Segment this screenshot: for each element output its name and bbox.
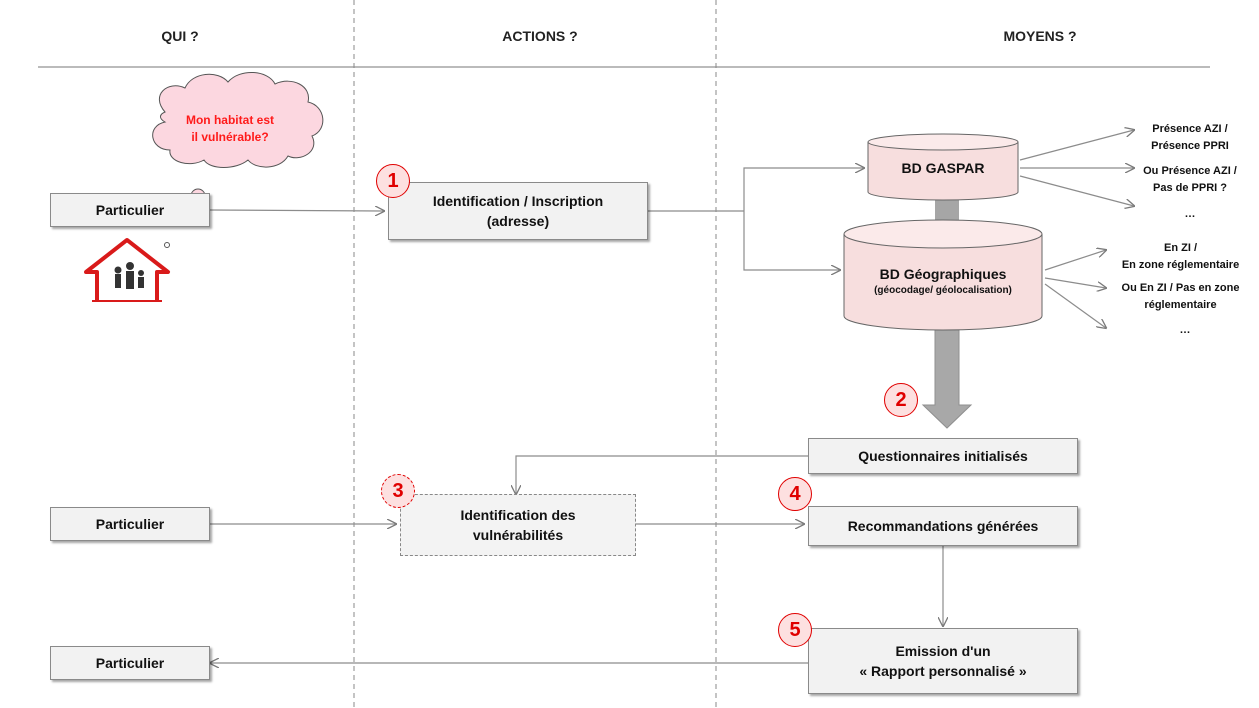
gaspar-output-arrow-1 [1019, 130, 1134, 161]
geo-output-2b: réglementaire [1144, 299, 1217, 311]
step-badge-2: 2 [884, 383, 918, 417]
cloud-line-1: Mon habitat est [185, 113, 274, 127]
db-geo-label: BD Géographiques (géocodage/ géolocalisa… [844, 264, 1042, 298]
big-down-arrow [921, 329, 973, 429]
geo-output-2a: Ou En ZI / Pas en zone [1121, 282, 1240, 294]
step-badge-3: 3 [381, 474, 415, 508]
identification-vulnerabilites-box: Identification des vulnérabilités [400, 494, 636, 556]
particulier-box-bottom: Particulier [50, 646, 210, 680]
step-badge-5: 5 [778, 613, 812, 647]
step3-line-2: vulnérabilités [472, 527, 564, 543]
db-gaspar-cylinder [867, 133, 1019, 201]
geo-output-1b: En zone réglementaire [1121, 259, 1240, 271]
particulier-box-middle: Particulier [50, 507, 210, 541]
geo-output-1a: En ZI / [1164, 242, 1197, 254]
step-badge-1: 1 [376, 164, 410, 198]
header-moyens: MOYENS ? [1003, 28, 1077, 44]
questionnaires-box: Questionnaires initialisés [808, 438, 1078, 474]
identification-inscription-box: Identification / Inscription (adresse) [388, 182, 648, 240]
db-gaspar-label: BD GASPAR [901, 160, 985, 176]
gaspar-output-1b: Présence PPRI [1151, 140, 1229, 152]
house-family-icon [84, 238, 170, 302]
cloud-question: Mon habitat est il vulnérable? [160, 112, 300, 146]
step3-line-1: Identification des [460, 507, 576, 523]
particulier-box-top: Particulier [50, 193, 210, 227]
gaspar-output-2a: Ou Présence AZI / [1143, 165, 1237, 177]
geo-output-arrow-3 [1044, 283, 1106, 328]
geo-output-arrow-2 [1044, 277, 1106, 288]
thought-bubble-small [164, 242, 170, 248]
gaspar-output-2: Ou Présence AZI / Pas de PPRI ? [1130, 163, 1250, 197]
gaspar-output-ellipsis: … [1184, 208, 1196, 220]
step5-line-1: Emission d'un [895, 643, 991, 659]
db-link-bar [935, 196, 959, 224]
recommandations-box: Recommandations générées [808, 506, 1078, 546]
step5-line-2: « Rapport personnalisé » [859, 663, 1027, 679]
arrow-to-gaspar [743, 168, 864, 211]
geo-output-1: En ZI / En zone réglementaire [1108, 240, 1253, 274]
header-actions: ACTIONS ? [502, 28, 578, 44]
db-geo-title: BD Géographiques [879, 266, 1007, 282]
rapport-personnalise-box: Emission d'un « Rapport personnalisé » [808, 628, 1078, 694]
arrow-particulier-to-step1 [209, 210, 384, 211]
geo-output-arrow-1 [1044, 250, 1106, 271]
geo-output-ellipsis: … [1179, 324, 1191, 336]
cloud-line-2: il vulnérable? [191, 130, 269, 144]
db-geo-subtitle: (géocodage/ géolocalisation) [874, 285, 1012, 296]
step1-line-2: (adresse) [486, 213, 550, 229]
gaspar-output-2b: Pas de PPRI ? [1153, 182, 1227, 194]
header-qui: QUI ? [161, 28, 199, 44]
gaspar-output-1a: Présence AZI / [1152, 123, 1228, 135]
arrow-to-geo [743, 211, 840, 270]
gaspar-output-arrow-3 [1019, 175, 1134, 206]
db-geo-cylinder [843, 219, 1043, 331]
step-badge-4: 4 [778, 477, 812, 511]
step1-line-1: Identification / Inscription [432, 193, 604, 209]
arrow-questionnaires-to-step3 [516, 455, 808, 494]
gaspar-output-1: Présence AZI / Présence PPRI [1135, 121, 1245, 155]
geo-output-2: Ou En ZI / Pas en zone réglementaire [1108, 280, 1253, 314]
